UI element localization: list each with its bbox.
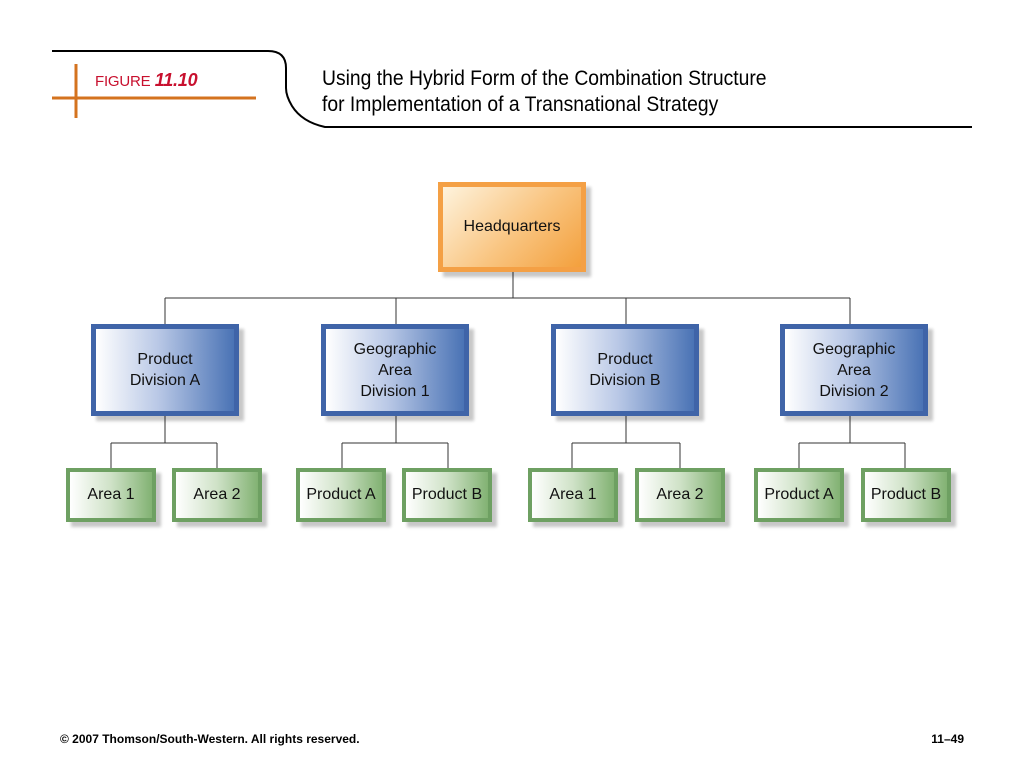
- subunit-box-4a: Product A: [754, 468, 844, 522]
- subunit-label-1b: Area 2: [193, 486, 241, 503]
- page-title: Using the Hybrid Form of the Combination…: [322, 66, 767, 118]
- division-box-4: Geographic Area Division 2: [780, 324, 928, 416]
- headquarters-box: Headquarters: [438, 182, 586, 272]
- division-box-3: Product Division B: [551, 324, 699, 416]
- division-box-2: Geographic Area Division 1: [321, 324, 469, 416]
- subunit-box-3b: Area 2: [635, 468, 725, 522]
- subunit-box-1a: Area 1: [66, 468, 156, 522]
- division-box-1: Product Division A: [91, 324, 239, 416]
- title-line-2: for Implementation of a Transnational St…: [322, 93, 719, 116]
- subunit-label-2b: Product B: [411, 486, 483, 503]
- figure-number: 11.10: [154, 70, 198, 90]
- figure-word: FIGURE: [95, 73, 151, 90]
- subunit-box-2b: Product B: [402, 468, 492, 522]
- subunit-label-3b: Area 2: [656, 486, 704, 503]
- subunit-label-4b: Product B: [870, 486, 942, 503]
- subunit-label-1a: Area 1: [87, 486, 135, 503]
- division-label-4: Geographic Area Division 2: [812, 340, 896, 400]
- subunit-label-4a: Product A: [764, 486, 834, 503]
- copyright-notice: © 2007 Thomson/South-Western. All rights…: [60, 732, 360, 746]
- subunit-box-1b: Area 2: [172, 468, 262, 522]
- headquarters-label: Headquarters: [463, 218, 561, 235]
- division-label-1: Product Division A: [129, 351, 201, 389]
- figure-label: FIGURE 11.10: [95, 70, 198, 91]
- subunit-box-4b: Product B: [861, 468, 951, 522]
- subunit-label-3a: Area 1: [549, 486, 597, 503]
- subunit-label-2a: Product A: [306, 486, 376, 503]
- title-line-1: Using the Hybrid Form of the Combination…: [322, 67, 767, 90]
- division-label-2: Geographic Area Division 1: [353, 340, 437, 400]
- page-number: 11–49: [931, 732, 964, 746]
- subunit-box-2a: Product A: [296, 468, 386, 522]
- header-decoration: [52, 50, 972, 128]
- division-label-3: Product Division B: [589, 351, 661, 389]
- subunit-box-3a: Area 1: [528, 468, 618, 522]
